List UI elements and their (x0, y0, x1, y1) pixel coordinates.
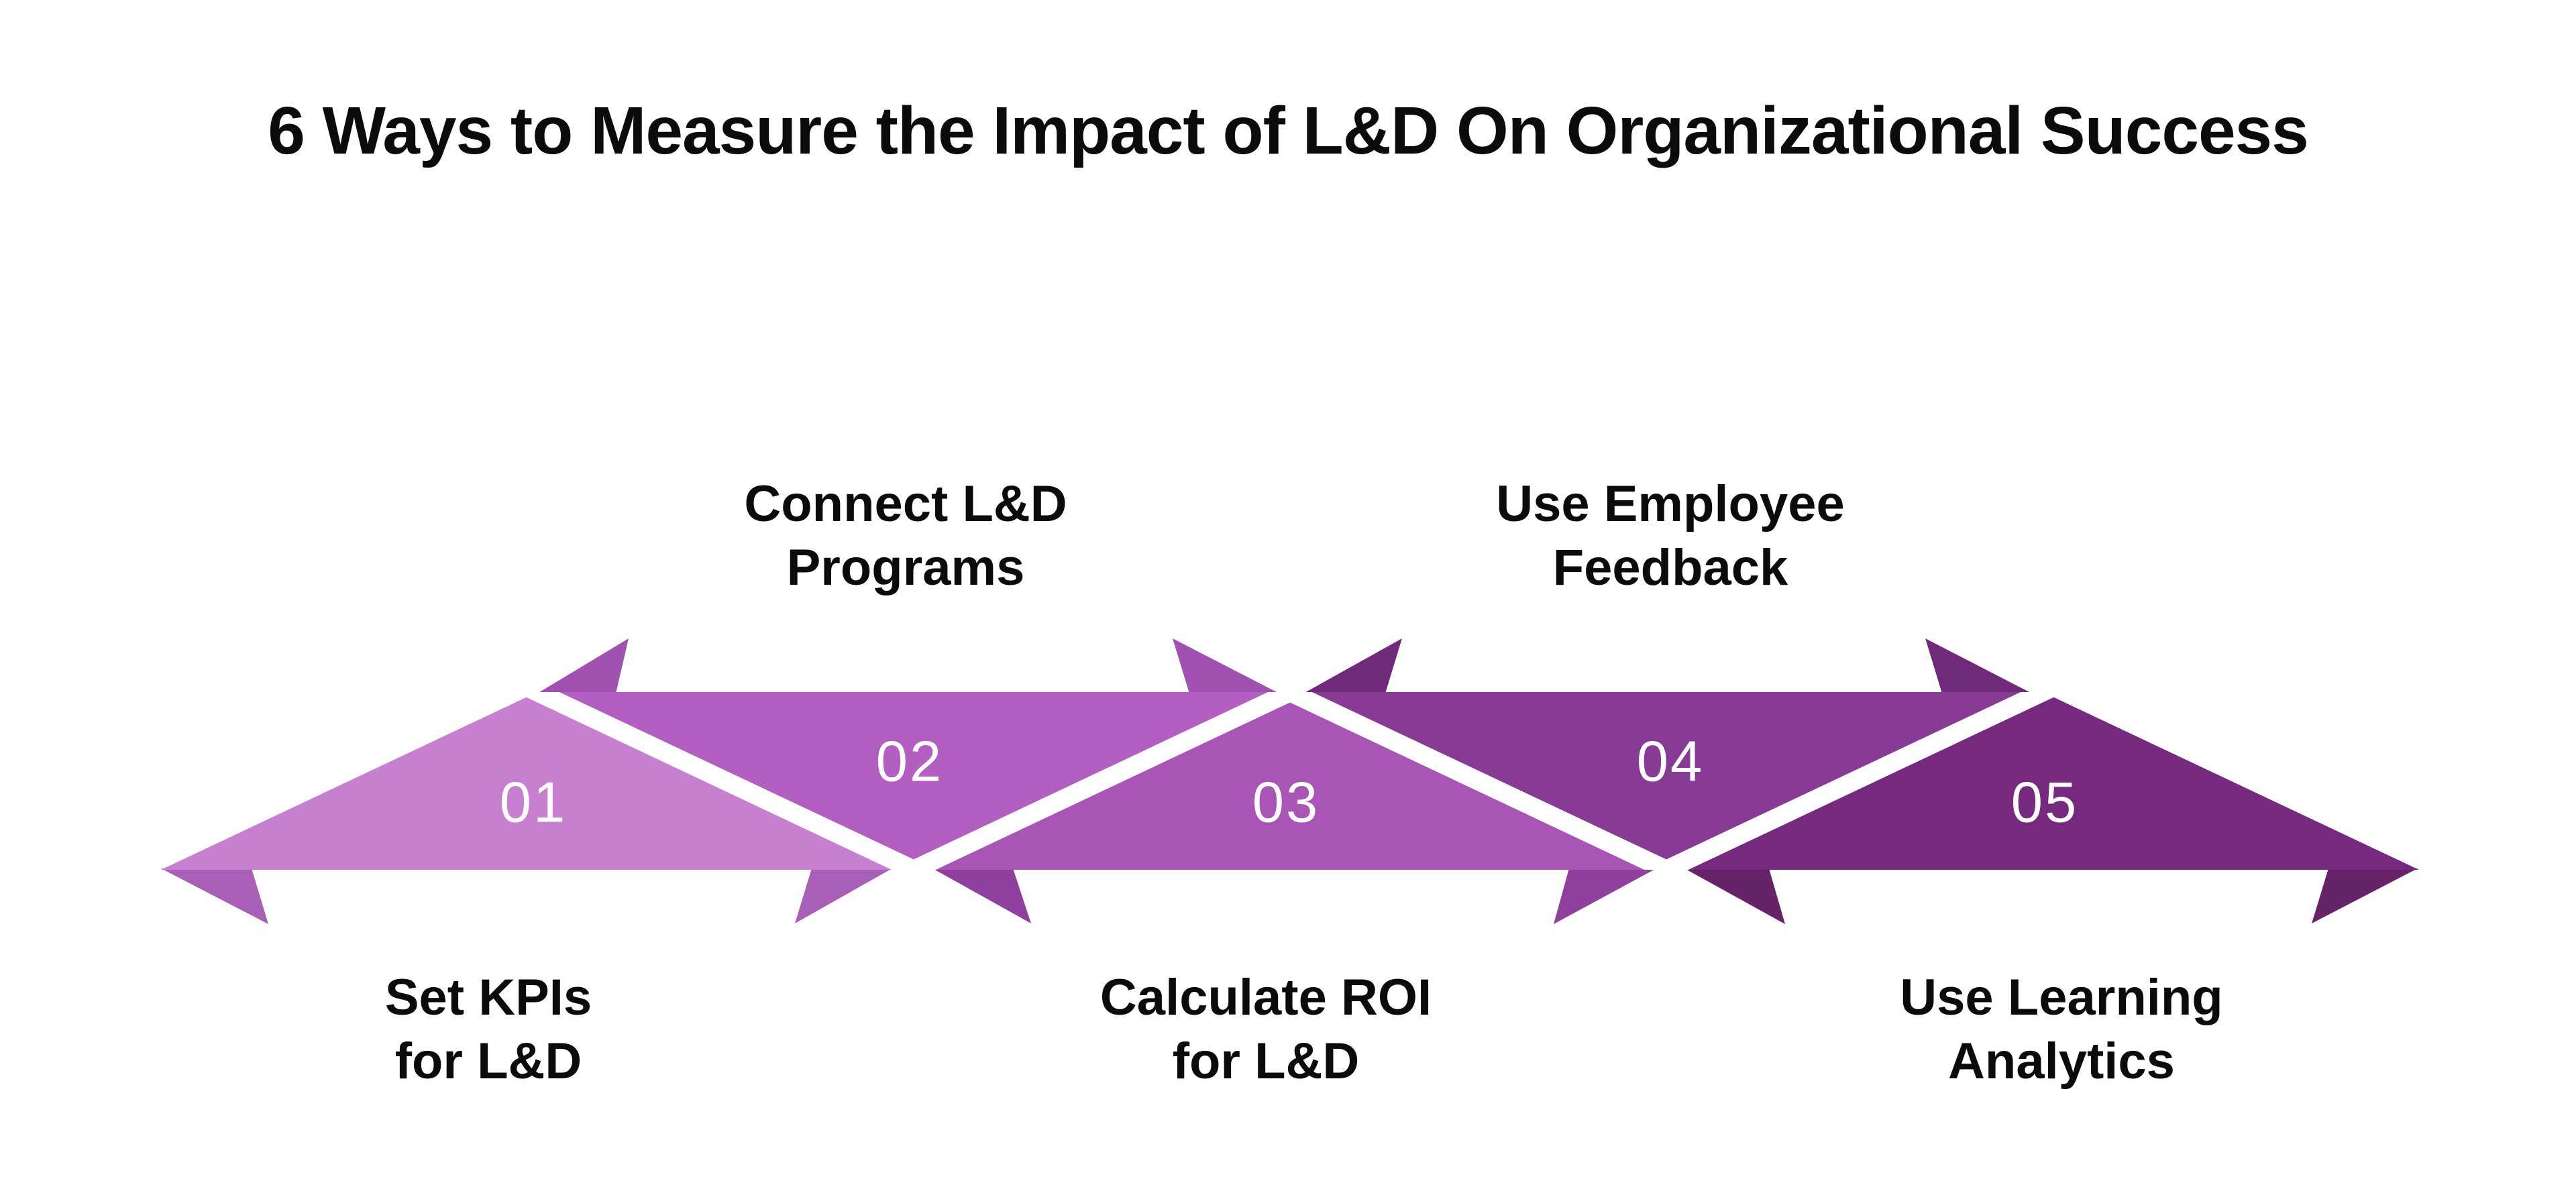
step-02-fold-right (1173, 638, 1279, 693)
step-03-number: 03 (1252, 771, 1320, 835)
step-04-fold-left (1303, 638, 1402, 693)
step-02-fold-left (537, 638, 629, 693)
step-04-number: 04 (1637, 730, 1705, 794)
step-03-fold-right (1554, 868, 1656, 924)
step-03-label-line1: Calculate ROI (1099, 969, 1432, 1026)
step-04-fold-right (1925, 638, 2032, 693)
step-02-triangle (537, 692, 1290, 870)
step-03-label-line2: for L&D (1172, 1033, 1360, 1090)
separator-1-2 (515, 692, 936, 870)
separator-2-3 (892, 692, 1312, 870)
step-03-fold-left (932, 868, 1031, 923)
step-04-label-line2: Feedback (1552, 539, 1788, 596)
step-05-fold-right-arrow-flap (2312, 868, 2418, 923)
step-02-number: 02 (876, 730, 944, 794)
step-02-label-line2: Programs (786, 539, 1025, 596)
page-title: 6 Ways to Measure the Impact of L&D On O… (268, 93, 2309, 168)
step-02-label: Connect L&D Programs (631, 472, 1181, 600)
step-04-label-line1: Use Employee (1496, 475, 1845, 532)
step-01-label: Set KPIs for L&D (213, 966, 763, 1093)
step-05-fold-left (1684, 868, 1785, 924)
segment-separators (515, 692, 2065, 870)
step-01-number: 01 (500, 771, 568, 835)
step-05-triangle (1666, 692, 2419, 870)
step-05-label-line1: Use Learning (1900, 969, 2223, 1026)
step-02-label-line1: Connect L&D (744, 475, 1067, 532)
step-01-fold-right (795, 868, 892, 923)
step-05-label: Use Learning Analytics (1786, 966, 2337, 1093)
separator-4-5 (1644, 692, 2065, 870)
step-01-triangle (161, 692, 914, 870)
step-04-label: Use Employee Feedback (1395, 472, 1945, 600)
step-01-fold-left-arrow-flap (161, 868, 268, 924)
step-05-number: 05 (2011, 771, 2079, 835)
step-05-label-line2: Analytics (1948, 1033, 2175, 1090)
step-01-label-line2: for L&D (394, 1033, 582, 1090)
step-04-triangle (1290, 692, 2043, 870)
step-03-label: Calculate ROI for L&D (991, 966, 1541, 1093)
step-01-label-line1: Set KPIs (384, 969, 592, 1026)
step-03-triangle (914, 692, 1666, 870)
separator-3-4 (1268, 692, 1688, 870)
